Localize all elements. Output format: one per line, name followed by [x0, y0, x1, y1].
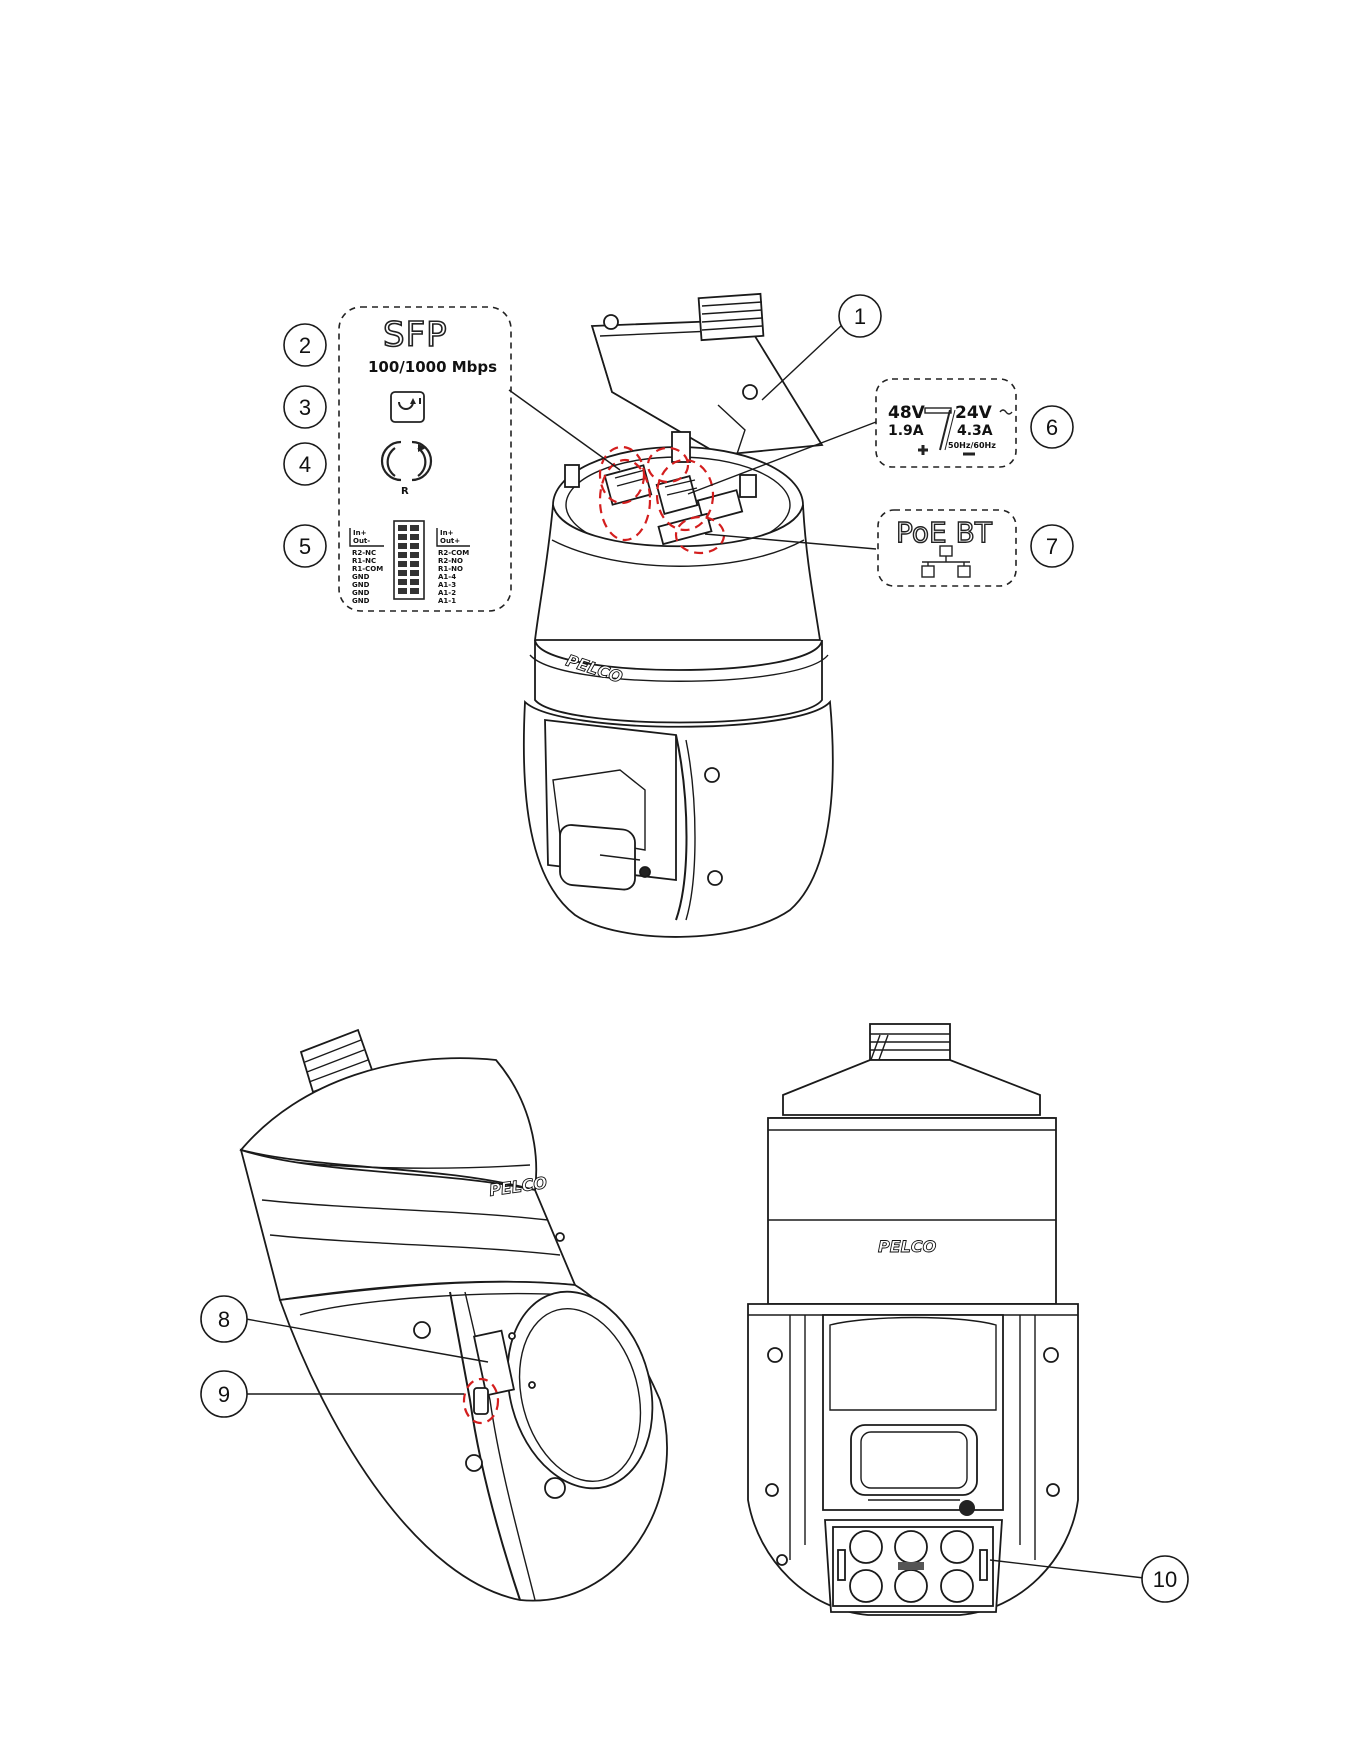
terminal-pin	[398, 525, 407, 531]
callout-6-number: 6	[1046, 415, 1058, 440]
callout-9-number: 9	[218, 1382, 230, 1407]
callout-10: 10	[1142, 1556, 1188, 1602]
io-right-pin-label: R2-COM	[438, 549, 469, 557]
power-frequency: 50Hz/60Hz	[948, 441, 996, 450]
ir-illuminator-panel	[825, 1520, 1002, 1612]
top-camera-open-view: PELCO	[524, 294, 833, 937]
terminal-pin	[410, 579, 419, 585]
bottom-right-camera: PELCO	[748, 1024, 1078, 1615]
io-right-pin-label: R2-NO	[438, 557, 463, 565]
power-1-9a: 1.9A	[888, 423, 924, 439]
callout-3-number: 3	[299, 395, 311, 420]
micro-sd-port	[474, 1388, 488, 1414]
sfp-speed: 100/1000 Mbps	[368, 358, 497, 376]
terminal-pin	[398, 543, 407, 549]
callout-9: 9	[201, 1371, 247, 1417]
io-left-pin-label: GND	[352, 581, 370, 589]
plus-icon	[918, 445, 928, 455]
poe-bt-label: PoE BT	[896, 516, 993, 549]
reset-letter: R	[401, 486, 409, 497]
terminal-pin	[410, 543, 419, 549]
label-box-left: SFP 100/1000 Mbps R In+ Out- In+ Out+	[339, 307, 511, 611]
io-right-header-2: Out+	[440, 537, 460, 545]
callout-8-number: 8	[218, 1307, 230, 1332]
io-left-pin-label: R1-COM	[352, 565, 383, 573]
sfp-title: SFP	[383, 315, 448, 355]
terminal-pin	[398, 579, 407, 585]
callout-1: 1	[839, 295, 881, 337]
callout-3: 3	[284, 386, 326, 428]
io-left-pin-label: GND	[352, 597, 370, 605]
io-left-pin-label: R2-NC	[352, 549, 376, 557]
io-left-pin-label: GND	[352, 573, 370, 581]
terminal-pin	[410, 525, 419, 531]
callout-10-number: 10	[1153, 1567, 1177, 1592]
callout-1-number: 1	[854, 304, 866, 329]
io-right-pin-label: R1-NO	[438, 565, 463, 573]
terminal-pin	[410, 570, 419, 576]
bottom-left-camera: PELCO	[241, 1030, 673, 1601]
callout-2: 2	[284, 324, 326, 366]
terminal-pin	[410, 534, 419, 540]
reset-icon: R	[382, 442, 431, 497]
callout-5-number: 5	[299, 534, 311, 559]
power-24v: 24V	[955, 403, 993, 423]
io-right-pin-label: A1-3	[438, 581, 456, 589]
terminal-pin	[398, 570, 407, 576]
terminal-pin	[398, 552, 407, 558]
terminal-pin	[410, 552, 419, 558]
callout-4-number: 4	[299, 452, 311, 477]
callout-7: 7	[1031, 525, 1073, 567]
label-box-poe: PoE BT	[878, 510, 1016, 586]
terminal-pin	[398, 561, 407, 567]
power-4-3a: 4.3A	[957, 423, 993, 439]
io-left-header-1: In+	[353, 529, 367, 537]
callout-2-number: 2	[299, 333, 311, 358]
terminal-pin	[398, 588, 407, 594]
brand-logo-right: PELCO	[878, 1237, 937, 1256]
label-box-power: 48V 1.9A 24V 4.3A 50Hz/60Hz	[876, 379, 1016, 467]
io-right-pin-label: A1-4	[438, 573, 456, 581]
io-left-pin-label: R1-NC	[352, 557, 376, 565]
reboot-icon	[391, 392, 424, 422]
callout-6: 6	[1031, 406, 1073, 448]
io-right-pin-label: A1-2	[438, 589, 456, 597]
callout-7-number: 7	[1046, 534, 1058, 559]
io-right-pin-label: A1-1	[438, 597, 456, 605]
terminal-pin	[410, 561, 419, 567]
callout-5: 5	[284, 525, 326, 567]
io-terminal-block: In+ Out- In+ Out+ R2-NCR1-NCR1-COMGNDGND…	[350, 521, 470, 605]
terminal-pin	[398, 534, 407, 540]
power-48v: 48V	[888, 403, 926, 423]
io-left-header-2: Out-	[353, 537, 370, 545]
callout-8: 8	[201, 1296, 247, 1342]
callout-4: 4	[284, 443, 326, 485]
io-left-pin-label: GND	[352, 589, 370, 597]
network-icon	[922, 546, 970, 577]
io-right-header-1: In+	[440, 529, 454, 537]
terminal-pin	[410, 588, 419, 594]
